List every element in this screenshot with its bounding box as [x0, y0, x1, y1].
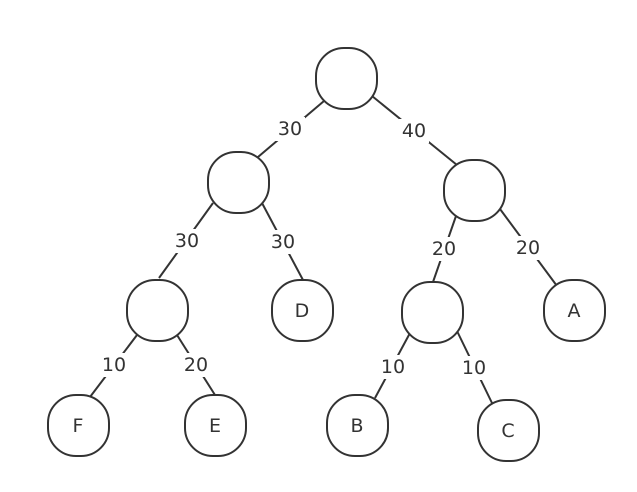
edge-label: 10	[462, 357, 486, 379]
edges-layer: 30 40 30 30 20 20	[89, 95, 558, 404]
edge-label: 30	[175, 230, 199, 252]
node-label: E	[209, 415, 221, 437]
edge-root-n2: 40	[371, 95, 458, 166]
node-shape	[184, 394, 247, 457]
edge-n2-n4: 20	[429, 215, 459, 283]
node-F: F	[47, 394, 110, 457]
node-label: B	[350, 415, 363, 437]
node-shape	[207, 151, 270, 214]
node-shape	[401, 281, 464, 344]
edge-n4-C: 10	[456, 330, 493, 404]
edge-label: 40	[402, 120, 426, 142]
node-label: C	[501, 420, 514, 442]
edge-label: 20	[516, 237, 540, 259]
edge-label: 30	[278, 118, 302, 140]
node-label: F	[73, 415, 84, 437]
node-n2	[443, 159, 506, 222]
node-B: B	[326, 394, 389, 457]
node-shape	[315, 47, 378, 110]
edge-label: 30	[271, 231, 295, 253]
node-shape	[543, 279, 606, 342]
node-n3	[126, 279, 189, 342]
edge-label: 20	[184, 354, 208, 376]
node-shape	[126, 279, 189, 342]
node-label: D	[295, 300, 310, 322]
node-A: A	[543, 279, 606, 342]
node-shape	[477, 399, 540, 462]
nodes-layer: D A F E B C	[47, 47, 606, 462]
node-D: D	[271, 279, 334, 342]
node-n1	[207, 151, 270, 214]
edge-label: 10	[381, 356, 405, 378]
node-E: E	[184, 394, 247, 457]
node-shape	[271, 279, 334, 342]
edge-n4-B: 10	[374, 332, 411, 399]
node-shape	[326, 394, 389, 457]
edge-n2-A: 20	[499, 208, 558, 287]
edge-n1-n3: 30	[158, 202, 214, 279]
edge-label: 20	[432, 238, 456, 260]
node-C: C	[477, 399, 540, 462]
edge-n3-F: 10	[89, 334, 138, 398]
edge-label: 10	[102, 354, 126, 376]
node-root	[315, 47, 378, 110]
edge-root-n1: 30	[257, 100, 325, 158]
edge-n3-E: 20	[176, 334, 216, 396]
node-shape	[443, 159, 506, 222]
node-shape	[47, 394, 110, 457]
node-label: A	[568, 300, 581, 322]
node-n4	[401, 281, 464, 344]
edge-n1-D: 30	[261, 202, 304, 281]
